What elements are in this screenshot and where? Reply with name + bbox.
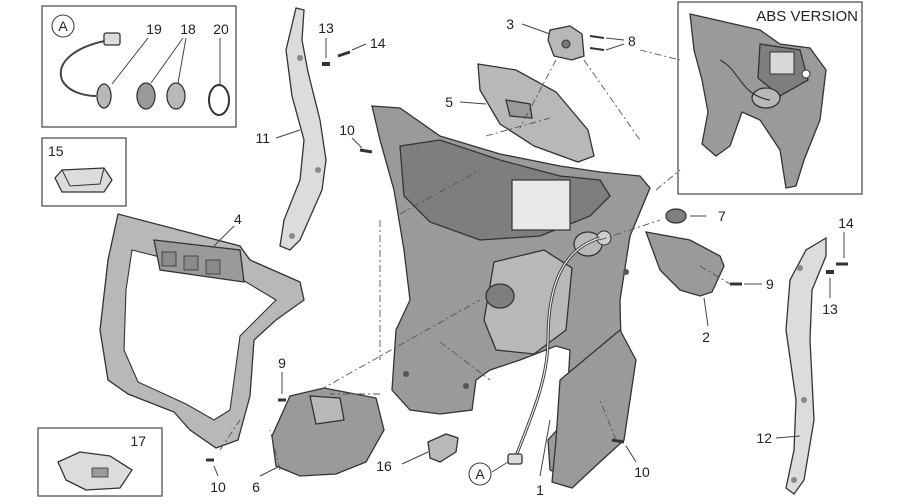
inset-box-a: A 19 18 20 xyxy=(41,5,237,128)
screw-9-right: 9 xyxy=(730,276,774,292)
label-15: 15 xyxy=(48,143,64,159)
socket-ring-18a xyxy=(136,82,156,110)
screw-10-top: 10 xyxy=(339,122,373,154)
inset-box-17: 17 xyxy=(37,427,163,497)
screw-14-left: 14 xyxy=(337,35,386,58)
label-7: 7 xyxy=(718,208,726,224)
inset-box-15: 15 xyxy=(41,137,127,207)
assembly-lines xyxy=(219,59,731,471)
cover-2: 2 xyxy=(644,231,725,345)
label-12: 12 xyxy=(756,430,772,446)
label-13b: 13 xyxy=(822,301,838,317)
screw-13-left: 13 xyxy=(318,20,334,66)
label-18: 18 xyxy=(180,21,196,37)
screw-14-right: 14 xyxy=(836,215,854,266)
trim-strip-12: 12 xyxy=(756,236,827,495)
label-1: 1 xyxy=(536,482,544,498)
callout-a-bottom: A xyxy=(475,466,485,482)
frame-4: 4 xyxy=(99,211,305,449)
abs-version-label: ABS VERSION xyxy=(756,8,858,25)
label-4: 4 xyxy=(234,211,242,227)
lower-skirt-1 xyxy=(551,328,637,489)
label-9a: 9 xyxy=(278,355,286,371)
connector-plug xyxy=(103,32,121,46)
screw-13-right: 13 xyxy=(822,270,838,317)
bracket-3: 3 8 xyxy=(506,16,636,61)
screw-9-left: 9 xyxy=(278,355,286,402)
o-ring-20 xyxy=(208,84,230,116)
label-11: 11 xyxy=(255,130,270,146)
part-16: 16 xyxy=(376,433,459,474)
callout-a-label: A xyxy=(58,18,68,34)
callout-a-circle xyxy=(468,462,492,486)
cable-plug xyxy=(507,453,523,465)
screw-10-bottom-left: 10 xyxy=(206,458,226,495)
socket-19 xyxy=(96,83,112,109)
label-17: 17 xyxy=(130,433,146,449)
grommet-7: 7 xyxy=(665,208,726,224)
screw-10-bottom-right: 10 xyxy=(611,438,650,480)
label-6: 6 xyxy=(252,479,260,495)
label-20: 20 xyxy=(213,21,229,37)
label-14a: 14 xyxy=(370,35,386,51)
label-5: 5 xyxy=(445,94,453,110)
box-6: 6 xyxy=(252,387,385,495)
label-9b: 9 xyxy=(766,276,774,292)
cover-5: 5 xyxy=(445,63,595,163)
label-10b: 10 xyxy=(210,479,226,495)
label-10a: 10 xyxy=(339,122,355,138)
label-10c: 10 xyxy=(634,464,650,480)
label-3: 3 xyxy=(506,16,514,32)
label-13a: 13 xyxy=(318,20,334,36)
label-19: 19 xyxy=(146,21,162,37)
label-2: 2 xyxy=(702,329,710,345)
label-8: 8 xyxy=(628,33,636,49)
trim-strip-11: 11 xyxy=(255,7,327,251)
socket-ring-18b xyxy=(166,82,186,110)
abs-version-box: ABS VERSION xyxy=(677,1,863,195)
label-16: 16 xyxy=(376,458,392,474)
label-14b: 14 xyxy=(838,215,854,231)
